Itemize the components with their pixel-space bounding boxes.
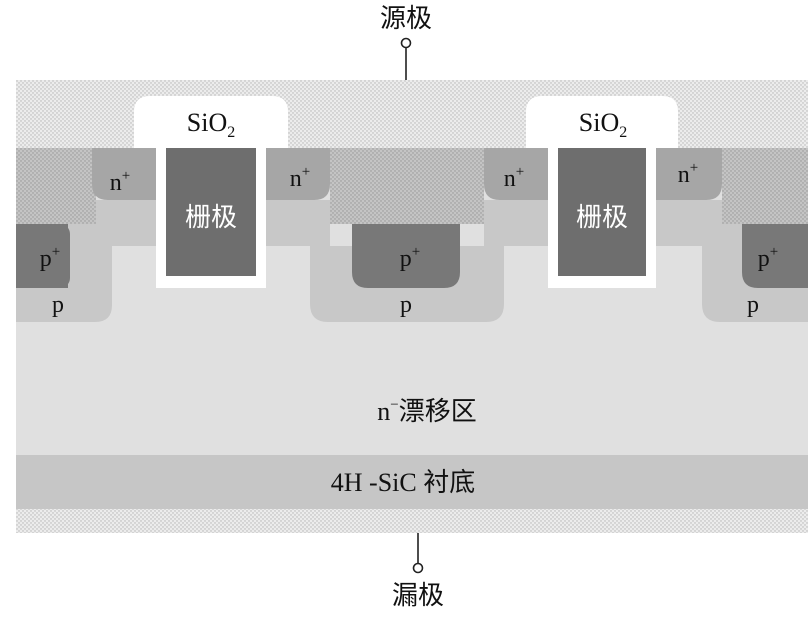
p-label-left: p <box>52 292 64 318</box>
n-plus-3 <box>484 148 548 200</box>
p-label-right: p <box>747 292 759 318</box>
p-plus-right <box>742 224 808 288</box>
n-plus-label-1: n+ <box>110 168 130 196</box>
drift-region-label: n−漂移区 <box>377 397 476 427</box>
p-plus-label-right: p+ <box>758 244 778 272</box>
source-label: 源极 <box>380 4 432 34</box>
contact-dotted-left <box>16 148 96 224</box>
n-plus-2 <box>266 148 330 200</box>
p-plus-label-middle: p+ <box>400 244 420 272</box>
drain-metal <box>16 509 808 533</box>
n-plus-1 <box>92 148 156 200</box>
n-plus-label-3: n+ <box>504 164 524 192</box>
substrate <box>16 455 808 509</box>
gate-right <box>558 148 646 276</box>
drain-terminal-icon <box>412 562 424 574</box>
n-plus-label-2: n+ <box>290 164 310 192</box>
contact-dotted-middle <box>330 148 484 224</box>
contact-dotted-right <box>722 148 808 224</box>
n-plus-label-4: n+ <box>678 160 698 188</box>
oxide-label-right: SiO2 <box>579 108 627 141</box>
n-plus-4 <box>656 148 722 200</box>
gate-label-left: 栅极 <box>185 203 237 233</box>
drain-label: 漏极 <box>392 581 444 611</box>
p-plus-middle <box>352 224 460 288</box>
substrate-label: 4H -SiC 衬底 <box>331 468 475 497</box>
p-label-middle: p <box>400 292 412 318</box>
p-plus-label-left: p+ <box>40 244 60 272</box>
oxide-label-left: SiO2 <box>187 108 235 141</box>
gate-left <box>166 148 256 276</box>
source-terminal-icon <box>400 37 412 49</box>
p-plus-left-round <box>40 224 70 288</box>
gate-label-right: 栅极 <box>576 203 628 233</box>
